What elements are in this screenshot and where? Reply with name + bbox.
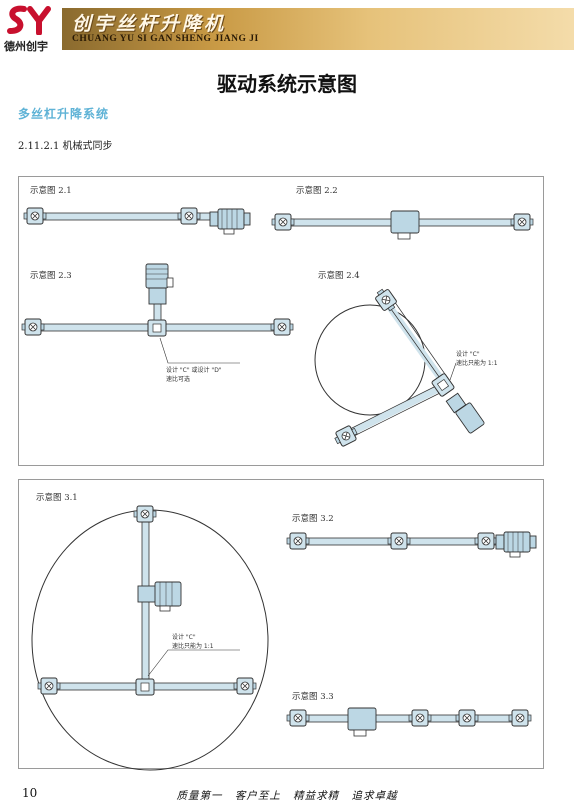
diagram-3-3 xyxy=(286,707,532,737)
note-2-4-line2: 速比只能为 1:1 xyxy=(456,360,498,367)
diagram-2-3 xyxy=(21,263,294,364)
header-banner xyxy=(62,8,574,50)
diagram-3-2 xyxy=(286,531,537,558)
company-logo xyxy=(7,5,51,35)
subsection-title: 2.11.2.1 机械式同步 xyxy=(18,141,113,152)
diagram-label-3-1: 示意图 3.1 xyxy=(36,493,78,503)
diagram-2-2 xyxy=(271,210,534,240)
diagram-label-3-3: 示意图 3.3 xyxy=(292,692,334,702)
note-3-1-line2: 速比只能为 1:1 xyxy=(172,643,214,650)
diagram-2-1 xyxy=(23,207,251,235)
company-name-en: CHUANG YU SI GAN SHENG JIANG JI xyxy=(72,34,259,44)
note-2-3-line1: 设计 "C" 或设计 "D" xyxy=(166,367,222,374)
diagram-label-2-2: 示意图 2.2 xyxy=(296,186,338,196)
page-number: 10 xyxy=(22,786,38,800)
diagram-frame-1 xyxy=(18,176,544,466)
diagram-label-2-3: 示意图 2.3 xyxy=(30,271,72,281)
section-title: 多丝杠升降系统 xyxy=(18,107,110,121)
diagram-frame-2 xyxy=(18,479,544,769)
note-3-1-line1: 设计 "C" xyxy=(172,634,196,641)
note-2-3-line2: 速比可选 xyxy=(166,376,191,383)
diagram-2-4 xyxy=(314,285,485,449)
note-2-4-line1: 设计 "C" xyxy=(456,351,480,358)
company-name-cn: 创宇丝杆升降机 xyxy=(72,13,227,35)
logo-caption: 德州创宇 xyxy=(4,40,48,53)
page-title: 驱动系统示意图 xyxy=(217,72,357,96)
diagram-3-1 xyxy=(31,505,269,771)
diagram-label-2-1: 示意图 2.1 xyxy=(30,186,72,196)
footer-slogan: 质量第一 客户至上 精益求精 追求卓越 xyxy=(176,790,398,802)
diagram-label-2-4: 示意图 2.4 xyxy=(318,271,360,281)
diagram-label-3-2: 示意图 3.2 xyxy=(292,514,334,524)
